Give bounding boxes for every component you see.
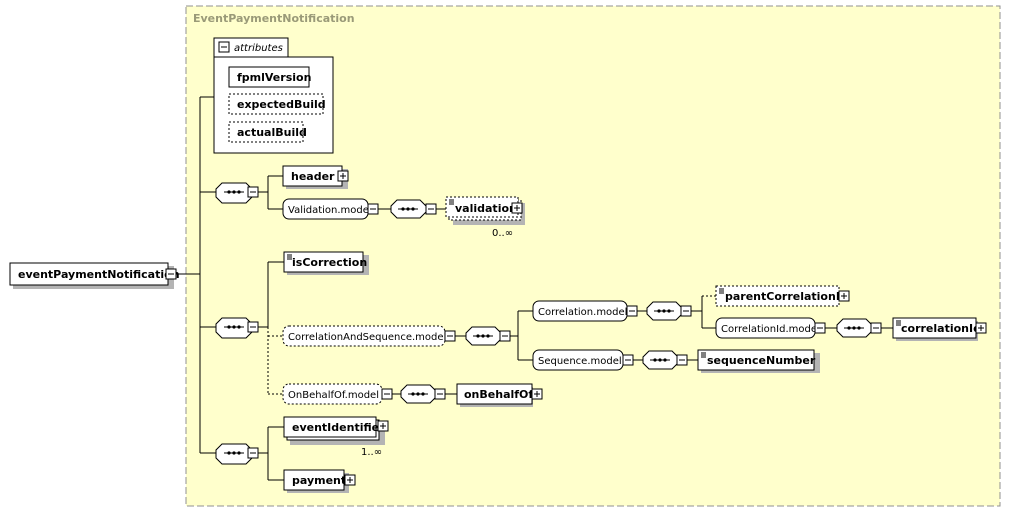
group-label: Correlation.model xyxy=(538,307,627,318)
attributes-label: attributes xyxy=(234,43,283,54)
correlation-sequence-collapse-toggle[interactable] xyxy=(499,330,511,342)
correlation-and-sequence-model-group[interactable]: CorrelationAndSequence.model xyxy=(282,325,446,347)
attribute-expectedBuild[interactable]: expectedBuild xyxy=(228,93,326,115)
element-sequenceNumber[interactable]: sequenceNumber xyxy=(697,349,820,373)
correlation-model-group[interactable]: Correlation.model xyxy=(532,300,628,322)
element-payment[interactable]: payment xyxy=(283,469,349,493)
element-parentCorrelationId[interactable]: parentCorrelationId xyxy=(715,285,848,307)
validation-expand-toggle[interactable] xyxy=(511,202,523,214)
sequence-compositor-1[interactable] xyxy=(215,182,253,204)
element-header[interactable]: header xyxy=(282,165,348,189)
root-collapse-toggle[interactable] xyxy=(165,268,177,280)
correlation-id-model-group[interactable]: CorrelationId.model xyxy=(715,317,820,339)
parentCorrelationId-expand-toggle[interactable] xyxy=(838,290,850,302)
group-title: EventPaymentNotification xyxy=(193,12,355,25)
element-label: isCorrection xyxy=(292,256,367,269)
sequence-compositor-correlation-id[interactable] xyxy=(836,318,873,338)
attribute-label: actualBuild xyxy=(237,126,307,139)
sequence-compositor-2[interactable] xyxy=(215,317,253,339)
sequence-compositor-correlation[interactable] xyxy=(465,326,502,346)
sequence-model-collapse-toggle[interactable] xyxy=(622,354,634,366)
group-label: CorrelationId.model xyxy=(721,324,820,335)
onBehalfOf-expand-toggle[interactable] xyxy=(531,388,543,400)
correlation-model-sequence-collapse-toggle[interactable] xyxy=(680,305,692,317)
element-onBehalfOf[interactable]: onBehalfOf xyxy=(456,383,533,407)
element-isCorrection[interactable]: isCorrection xyxy=(283,251,369,275)
sequence-1-collapse-toggle[interactable] xyxy=(247,186,259,198)
cardinality-label: 1..∞ xyxy=(361,447,382,458)
element-label: header xyxy=(291,170,335,183)
attributes-collapse-toggle[interactable] xyxy=(218,41,230,53)
group-label: Sequence.model xyxy=(538,356,622,367)
sequence-compositor-sequence-model[interactable] xyxy=(642,350,679,370)
validation-model-group[interactable]: Validation.model xyxy=(282,198,372,220)
element-correlationId[interactable]: correlationId xyxy=(892,317,981,341)
element-label: eventIdentifier xyxy=(292,421,385,434)
group-label: CorrelationAndSequence.model xyxy=(288,332,446,343)
element-label: payment xyxy=(292,474,346,487)
attribute-fpmlVersion[interactable]: fpmlVersion xyxy=(228,66,311,88)
root-element[interactable]: eventPaymentNotification xyxy=(9,262,180,289)
attribute-label: expectedBuild xyxy=(237,98,326,111)
on-behalf-of-sequence-collapse-toggle[interactable] xyxy=(434,388,446,400)
sequence-compositor-validation[interactable] xyxy=(390,199,427,219)
attribute-label: fpmlVersion xyxy=(237,71,311,84)
group-label: OnBehalfOf.model xyxy=(288,390,379,401)
sequence-model-group[interactable]: Sequence.model xyxy=(532,349,624,371)
attribute-actualBuild[interactable]: actualBuild xyxy=(228,121,307,143)
payment-expand-toggle[interactable] xyxy=(344,474,356,486)
correlation-id-model-collapse-toggle[interactable] xyxy=(814,322,826,334)
validation-sequence-collapse-toggle[interactable] xyxy=(425,203,437,215)
correlationId-expand-toggle[interactable] xyxy=(975,322,987,334)
element-label: sequenceNumber xyxy=(707,354,816,367)
sequence-3-collapse-toggle[interactable] xyxy=(247,447,259,459)
cardinality-label: 0..∞ xyxy=(492,228,513,239)
sequence-compositor-3[interactable] xyxy=(215,443,253,465)
sequence-compositor-on-behalf-of[interactable] xyxy=(400,384,437,404)
sequence-model-sequence-collapse-toggle[interactable] xyxy=(676,354,688,366)
element-label: correlationId xyxy=(901,322,981,335)
root-element-label: eventPaymentNotification xyxy=(18,268,180,281)
header-expand-toggle[interactable] xyxy=(337,170,349,182)
correlation-id-sequence-collapse-toggle[interactable] xyxy=(870,322,882,334)
connector-lines xyxy=(176,96,893,481)
element-eventIdentifier[interactable]: eventIdentifier xyxy=(283,416,385,445)
element-label: parentCorrelationId xyxy=(725,290,848,303)
sequence-2-collapse-toggle[interactable] xyxy=(247,321,259,333)
element-label: validation xyxy=(455,202,517,215)
sequence-compositor-correlation-model[interactable] xyxy=(646,301,683,321)
element-label: onBehalfOf xyxy=(464,388,533,401)
correlation-and-sequence-collapse-toggle[interactable] xyxy=(444,330,456,342)
validation-model-collapse-toggle[interactable] xyxy=(367,203,379,215)
group-label: Validation.model xyxy=(288,205,372,216)
eventIdentifier-expand-toggle[interactable] xyxy=(377,420,389,432)
on-behalf-of-model-group[interactable]: OnBehalfOf.model xyxy=(282,383,383,405)
correlation-model-collapse-toggle[interactable] xyxy=(626,305,638,317)
on-behalf-of-model-collapse-toggle[interactable] xyxy=(381,388,393,400)
